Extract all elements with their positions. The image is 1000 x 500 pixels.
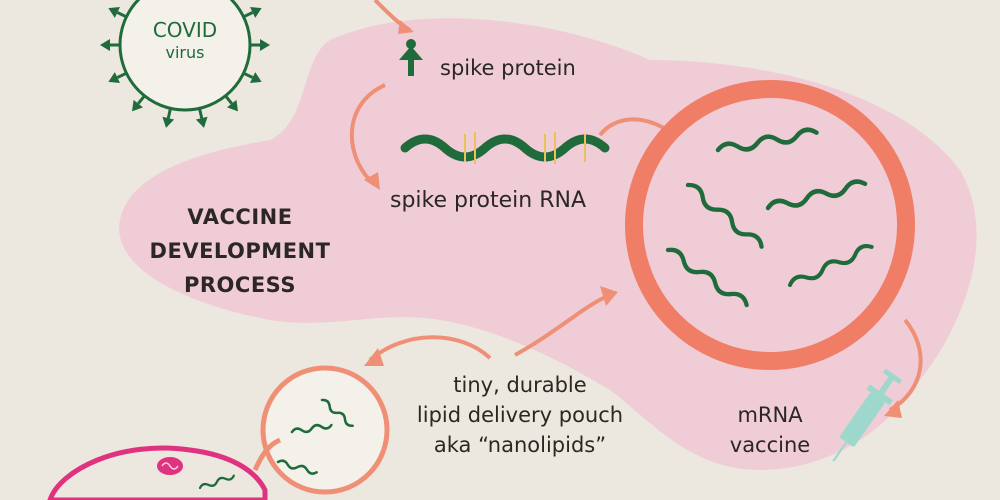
process-title: VACCINE DEVELOPMENT PROCESS [120, 200, 360, 302]
arrow-lipid-to-circle [514, 293, 611, 357]
arrow-circle-to-vaccine [888, 318, 923, 412]
rna-circle [625, 80, 915, 370]
rna-strand-icon [405, 132, 605, 164]
lipid-label-line1: tiny, durable [453, 373, 587, 397]
virus-icon [98, 0, 272, 131]
spike-protein-icon [399, 39, 423, 76]
arrow-lipid-to-pouch [368, 335, 492, 362]
virus-spike [98, 37, 122, 53]
spike-rna-label: spike protein RNA [390, 188, 587, 213]
lipid-pouch [47, 365, 390, 500]
spike-protein-label: spike protein [440, 56, 576, 80]
vaccine-label-line1: mRNA [737, 403, 803, 427]
lipid-label-line3: aka “nanolipids” [433, 433, 607, 457]
virus-spike [248, 37, 272, 53]
arrow-protein-to-rna [349, 83, 386, 187]
process-title-line2: DEVELOPMENT [149, 239, 331, 263]
vaccine-label-line2: vaccine [729, 433, 811, 457]
virus-label-line1: COVID [152, 18, 218, 42]
virus-label: COVID virus [140, 18, 230, 64]
vaccine-label: mRNA vaccine [720, 400, 820, 460]
syringe-icon [832, 368, 903, 462]
lipid-label: tiny, durable lipid delivery pouch aka “… [380, 370, 660, 460]
process-title-line3: PROCESS [184, 273, 296, 297]
process-title-line1: VACCINE [187, 205, 293, 229]
virus-label-line2: virus [165, 43, 205, 62]
lipid-label-line2: lipid delivery pouch [416, 403, 624, 427]
